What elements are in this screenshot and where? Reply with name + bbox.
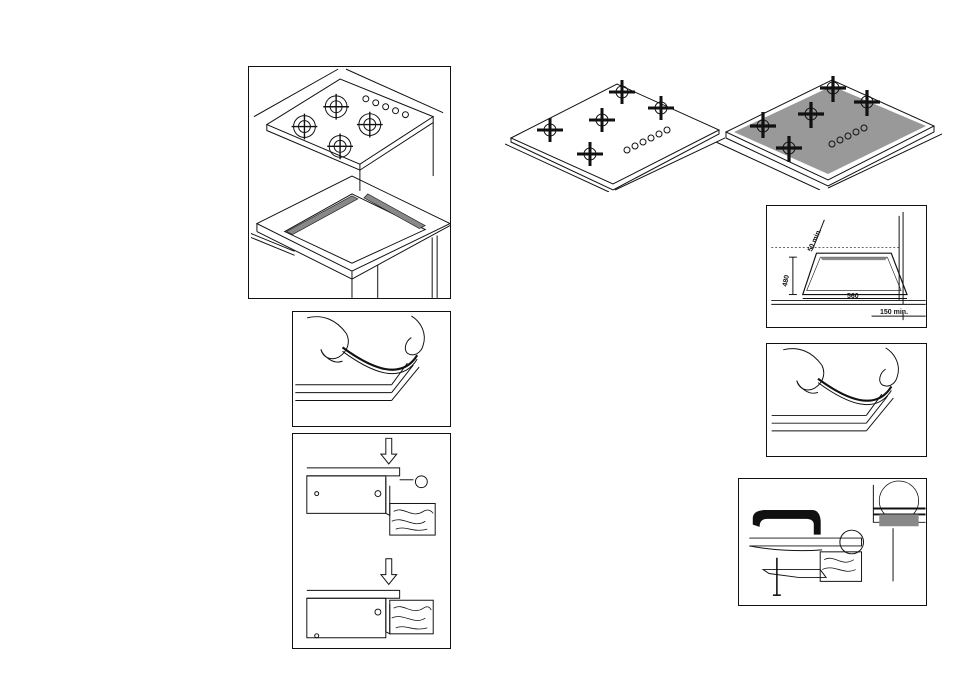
clamp-bracket-detail-figure bbox=[738, 478, 927, 606]
hob-installation-illustration bbox=[249, 67, 450, 298]
seal-application-illustration bbox=[293, 312, 450, 426]
cutout-dimensions-figure: 50 min. 480 560 150 min. bbox=[766, 205, 927, 328]
clamp-bracket-detail-illustration bbox=[739, 479, 926, 605]
hob-installation-figure bbox=[248, 66, 451, 299]
dimension-label-width: 560 bbox=[847, 293, 859, 300]
hob-fixing-section-figure bbox=[292, 433, 451, 649]
five-burner-hob-grey-illustration bbox=[712, 72, 942, 190]
hob-fixing-section-illustration bbox=[293, 434, 450, 648]
seal-application-illustration-right bbox=[767, 344, 926, 456]
five-burner-hob-illustration bbox=[505, 74, 725, 192]
dimension-label-wall: 150 min. bbox=[880, 309, 908, 316]
seal-application-figure-left bbox=[292, 311, 451, 427]
five-burner-hob-figure bbox=[505, 74, 725, 192]
five-burner-hob-grey-figure bbox=[712, 72, 942, 190]
seal-application-figure-right bbox=[766, 343, 927, 457]
